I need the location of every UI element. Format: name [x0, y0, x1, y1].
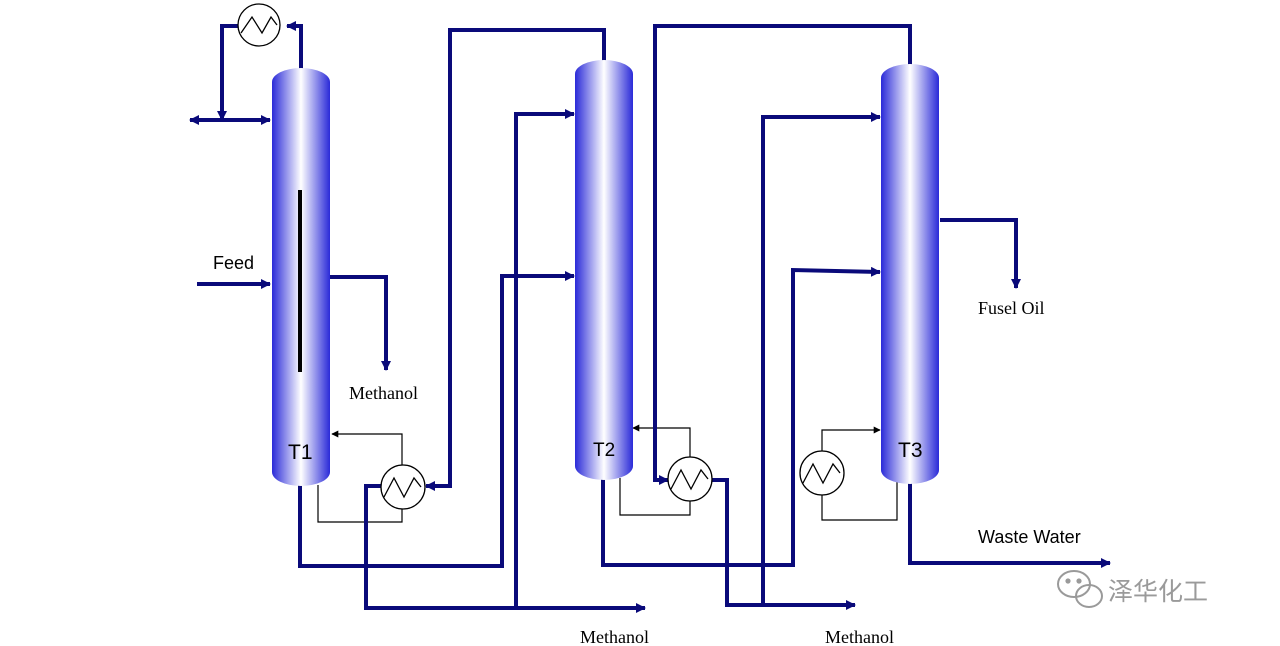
methanol-bottom-left-label: Methanol [580, 627, 649, 646]
t2-reflux-branch [514, 109, 575, 608]
column-label-t2: T2 [593, 440, 615, 461]
t1-reflux-pipe [217, 24, 238, 121]
t1-condenser-icon [237, 3, 281, 47]
t1-condenser-coil [240, 15, 278, 35]
t1-reboiler-loop [317, 430, 403, 523]
t1-reboiler-condensate [364, 484, 646, 613]
t3-reboiler-coil [802, 462, 841, 485]
t2-reboiler-condensate [710, 478, 856, 610]
watermark-text: 泽华化工 [1108, 577, 1208, 606]
t1-overhead-pipe [286, 21, 303, 72]
t3-reflux-branch [761, 112, 881, 605]
methanol-t1-label: Methanol [349, 383, 418, 403]
t1-reboiler-icon [380, 464, 426, 510]
t3-overhead-to-t2-reboiler [653, 24, 912, 485]
t2-bottoms-to-t3 [601, 266, 881, 567]
t2-overhead-to-t1-reboiler [425, 28, 606, 491]
t1-side-draw-pipe [330, 275, 391, 371]
waste-water-label: Waste Water [978, 527, 1081, 547]
t3-reboiler-loop [821, 426, 898, 521]
methanol-bottom-right-label: Methanol [825, 627, 894, 646]
column-t3 [881, 64, 939, 484]
column-label-t3: T3 [898, 439, 923, 462]
watermark: 泽华化工 [1057, 570, 1208, 608]
column-label-t1: T1 [288, 441, 313, 464]
fusel-oil-label: Fusel Oil [978, 298, 1045, 318]
t2-reboiler-loop [619, 424, 691, 516]
wechat-icon [1057, 570, 1103, 608]
process-pipes [189, 21, 1111, 613]
feed-label: Feed [213, 253, 254, 273]
heat-exchanger-icon [237, 3, 845, 510]
column-t2 [575, 60, 633, 480]
t1-bottoms-to-t2 [298, 271, 575, 568]
column-t1 [272, 68, 330, 486]
waste-water-pipe [908, 482, 1111, 568]
t2-reboiler-coil [670, 468, 709, 491]
thin-loops [317, 424, 898, 523]
t1-reboiler-coil [383, 476, 422, 499]
t2-reboiler-icon [667, 456, 713, 502]
t3-reboiler-icon [799, 450, 845, 496]
fusel-oil-draw-pipe [940, 218, 1021, 289]
